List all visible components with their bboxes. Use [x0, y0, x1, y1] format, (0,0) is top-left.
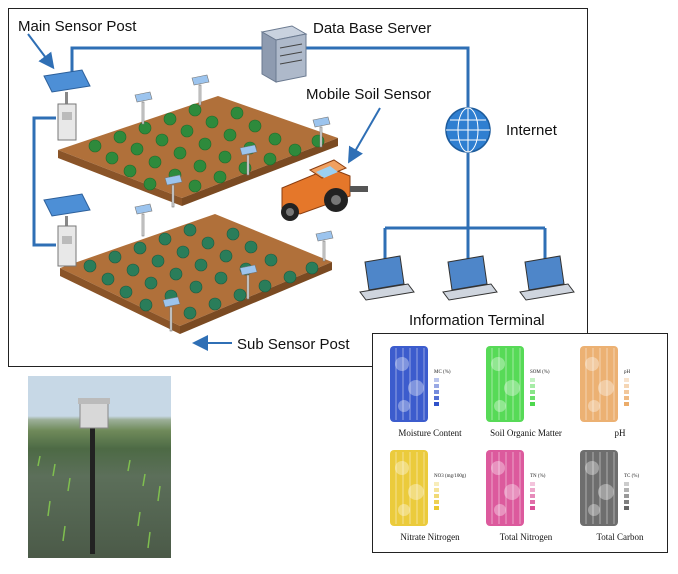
soil-map-legend-title: TN (%): [530, 474, 546, 479]
database-server-label: Data Base Server: [313, 20, 432, 37]
field-photo-art: [37, 398, 161, 554]
soil-map-image: [580, 346, 629, 422]
soil-map-image: [486, 450, 535, 526]
soil-map-legend-title: SOM (%): [530, 370, 550, 375]
main-sensor-post-lower: [43, 193, 91, 267]
soil-map-caption: Total Nitrogen: [499, 532, 553, 542]
information-terminal-label: Information Terminal: [409, 312, 545, 329]
sub-sensor-posts: [134, 74, 334, 332]
internet-label: Internet: [506, 122, 557, 139]
soil-map-image: [580, 450, 629, 526]
network-lines: [32, 46, 547, 262]
label-arrows: [27, 33, 381, 351]
server-to-internet-line: [300, 46, 470, 112]
main-sensor-post-label: Main Sensor Post: [18, 18, 137, 35]
main-post-side-line: [32, 116, 56, 247]
internet-globe-icon: [445, 107, 491, 153]
soil-map-caption: Moisture Content: [398, 428, 462, 438]
soil-map-6: TC (%) Total Carbon: [576, 448, 666, 548]
soil-map-image: [390, 346, 439, 422]
soil-map-image: [390, 450, 439, 526]
tractor-icon: [281, 159, 368, 221]
database-server-icon: [260, 25, 308, 83]
main-post-to-server-line: [70, 46, 270, 76]
main-sensor-post-arrow: [27, 33, 55, 70]
mobile-sensor-arrow: [348, 107, 381, 164]
soil-map-caption: pH: [614, 428, 626, 438]
soil-map-4: NO3 (mg/100g) Nitrate Nitrogen: [386, 448, 476, 548]
soil-map-5: TN (%) Total Nitrogen: [482, 448, 572, 548]
laptop-icons: [359, 255, 575, 301]
soil-map-legend-title: NO3 (mg/100g): [434, 474, 467, 479]
soil-map-caption: Soil Organic Matter: [490, 428, 562, 438]
soil-map-caption: Total Carbon: [596, 532, 644, 542]
soil-map-2: SOM (%) Soil Organic Matter: [482, 344, 572, 444]
field-photo: [28, 376, 171, 558]
soil-map-3: pH pH: [576, 344, 666, 444]
soil-map-caption: Nitrate Nitrogen: [400, 532, 460, 542]
soil-map-1: MC (%) Moisture Content: [386, 344, 476, 444]
soil-map-legend-title: TC (%): [624, 474, 640, 479]
soil-map-legend-title: MC (%): [434, 370, 451, 375]
sub-sensor-post-label: Sub Sensor Post: [237, 336, 350, 353]
main-sensor-post-upper: [43, 69, 91, 141]
mobile-soil-sensor-label: Mobile Soil Sensor: [306, 86, 432, 103]
soil-map-legend-title: pH: [624, 370, 631, 375]
lower-field: [60, 214, 332, 334]
soil-map-image: [486, 346, 535, 422]
